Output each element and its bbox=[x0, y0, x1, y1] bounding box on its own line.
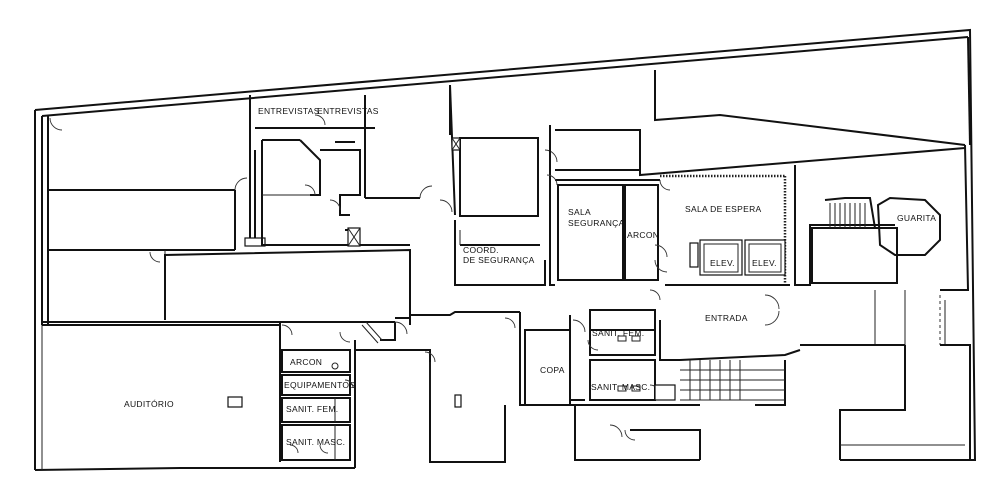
label-arcon-left: ARCON bbox=[290, 357, 322, 367]
upper-walls bbox=[449, 36, 971, 146]
guarita-area bbox=[794, 144, 971, 460]
label-sanit-fem-right: SANIT. FEM. bbox=[592, 328, 644, 338]
copa-sanitarios-right bbox=[504, 309, 701, 461]
sala-espera-room bbox=[639, 70, 966, 285]
label-entrevistas-1: ENTREVISTAS bbox=[258, 106, 320, 116]
label-sala-espera: SALA DE ESPERA bbox=[685, 204, 762, 214]
label-entrevistas-2: ENTREVISTAS bbox=[317, 106, 379, 116]
label-sanit-masc-right: SANIT. MASC. bbox=[591, 382, 650, 392]
entrada-area bbox=[649, 284, 905, 406]
label-coord-line1: COORD. bbox=[463, 245, 499, 255]
label-sanit-masc-left: SANIT. MASC. bbox=[286, 437, 345, 447]
label-coord-line2: DE SEGURANÇA bbox=[463, 255, 535, 265]
left-lower-rooms bbox=[227, 322, 354, 462]
label-arcon-top: ARCON bbox=[627, 230, 659, 240]
label-elev-1: ELEV. bbox=[710, 258, 735, 268]
room-labels: ENTREVISTAS ENTREVISTAS COORD. DE SEGURA… bbox=[124, 106, 936, 447]
label-copa: COPA bbox=[540, 365, 565, 375]
sala-seguranca-room bbox=[546, 125, 668, 286]
label-entrada: ENTRADA bbox=[705, 313, 748, 323]
label-sanit-fem-left: SANIT. FEM. bbox=[286, 404, 338, 414]
left-rooms bbox=[42, 95, 280, 326]
label-equipamentos: EQUIPAMENTOS bbox=[284, 380, 355, 390]
middle-lower-rooms bbox=[354, 321, 506, 468]
corridor-walls bbox=[164, 248, 520, 344]
label-sala-seguranca-line2: SEGURANÇA bbox=[568, 218, 625, 228]
label-guarita: GUARITA bbox=[897, 213, 936, 223]
entrevistas-block bbox=[255, 95, 433, 247]
label-elev-2: ELEV. bbox=[752, 258, 777, 268]
label-auditorio: AUDITÓRIO bbox=[124, 399, 174, 409]
outer-walls bbox=[34, 28, 977, 471]
label-sala-seguranca-line1: SALA bbox=[568, 207, 591, 217]
